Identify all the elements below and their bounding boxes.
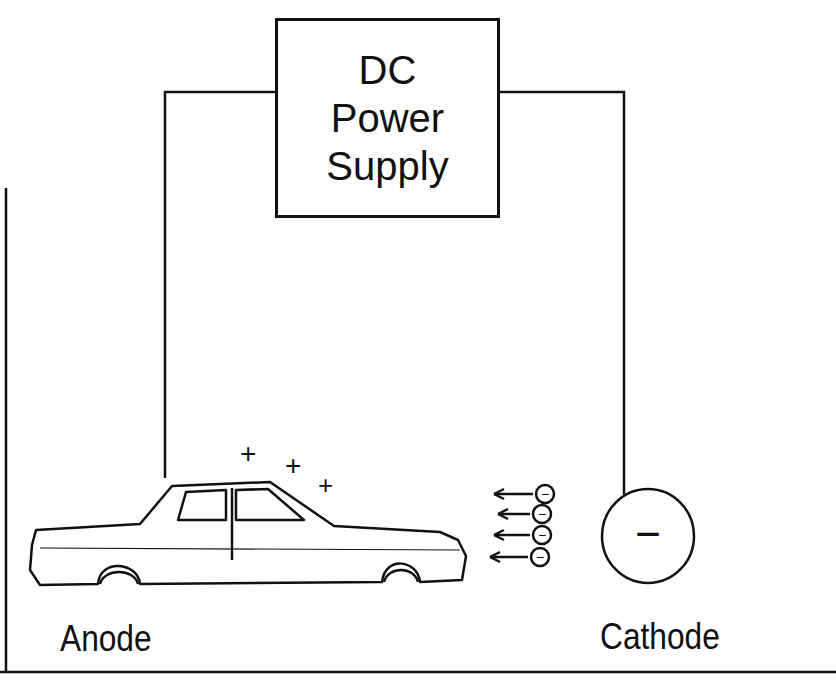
- electrode-label: Cathode: [600, 616, 720, 658]
- ion-charge: −: [541, 487, 549, 501]
- ion-charge: −: [538, 528, 546, 542]
- car-body: [30, 482, 466, 585]
- frame-line: [5, 188, 8, 672]
- ion-arrows: [490, 485, 554, 566]
- electrode-label: Anode: [60, 618, 152, 660]
- wire: [500, 92, 624, 494]
- cathode-circle: −Cathode: [600, 488, 696, 584]
- frame-line: [0, 671, 836, 674]
- charge-sign: −: [600, 512, 696, 556]
- ion-charge: −: [538, 507, 546, 521]
- car-wheel: [100, 572, 138, 584]
- car-trim: [40, 548, 460, 550]
- power-supply-box: DC Power Supply: [275, 18, 500, 218]
- anode-car: Anode: [20, 478, 470, 668]
- car-window: [236, 489, 304, 520]
- charge-plus: +: [285, 452, 301, 480]
- car-window: [178, 490, 226, 520]
- charge-plus: +: [318, 472, 333, 498]
- box-label: DC Power Supply: [313, 46, 463, 190]
- charge-plus: +: [240, 440, 256, 468]
- wire: [165, 92, 275, 478]
- ion-charge: −: [536, 550, 544, 564]
- car-wheel: [384, 570, 418, 582]
